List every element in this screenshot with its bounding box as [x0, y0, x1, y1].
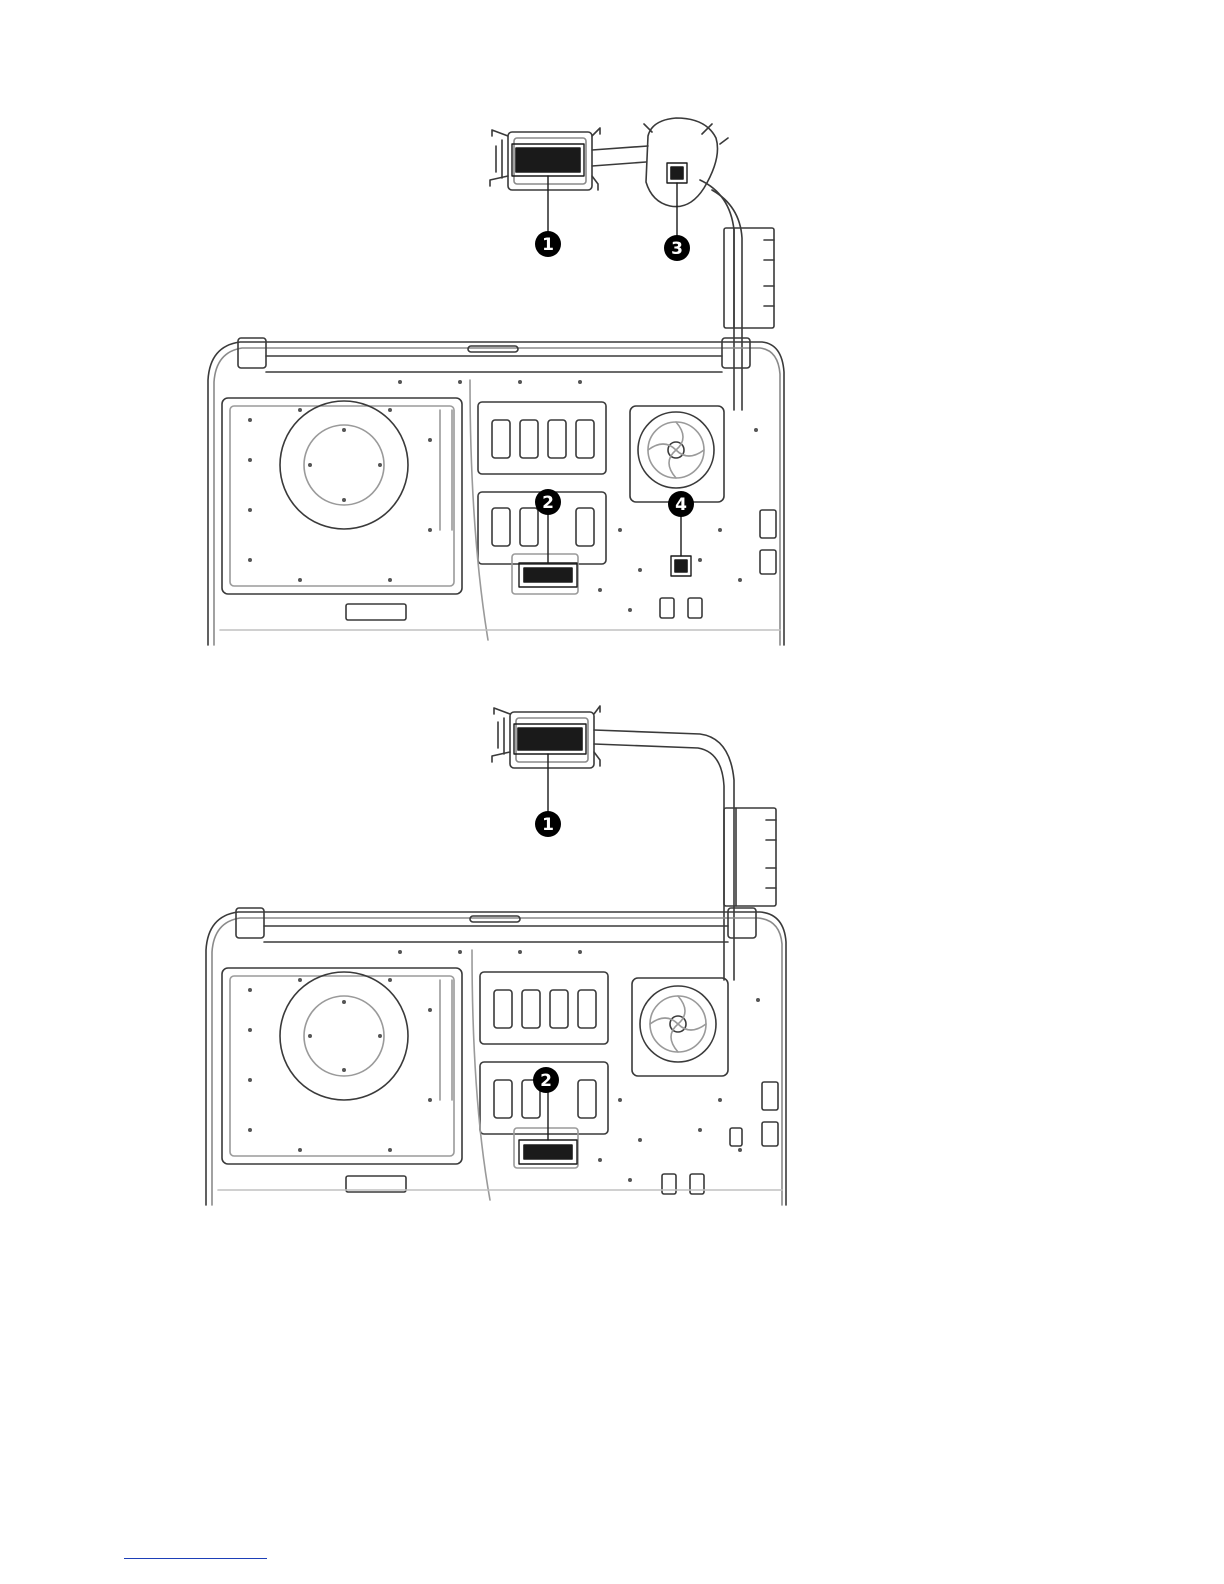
- screw-holes-bottom: [248, 950, 760, 1182]
- pad-1-heatsink: [518, 728, 582, 750]
- callout-2-bottom: 2: [533, 1067, 559, 1093]
- svg-text:2: 2: [540, 1071, 552, 1091]
- callout-3-top: 3: [664, 235, 690, 261]
- callout-1-bottom: 1: [535, 811, 561, 837]
- pad-4-board-cpu: [675, 560, 687, 572]
- svg-text:1: 1: [542, 815, 554, 835]
- pad-2-board-gpu: [524, 568, 572, 582]
- pad-3-heatsink-cpu: [671, 167, 683, 179]
- top-illustration: 1 3 2 4: [0, 110, 1224, 655]
- diagram-heatsink-with-four-pads: 1 3 2 4: [0, 110, 1224, 655]
- bottom-illustration: 1 2: [0, 690, 1224, 1215]
- svg-text:3: 3: [671, 239, 683, 259]
- svg-text:4: 4: [675, 495, 687, 515]
- base-enclosure-top: [208, 338, 784, 645]
- diagram-heatsink-with-two-pads: 1 2: [0, 690, 1224, 1215]
- callout-1-top: 1: [535, 231, 561, 257]
- callout-4-top: 4: [668, 491, 694, 517]
- pad-1-heatsink-gpu: [516, 148, 580, 172]
- base-enclosure-bottom: [206, 908, 786, 1205]
- callout-2-top: 2: [535, 489, 561, 515]
- svg-text:2: 2: [542, 493, 554, 513]
- pad-2-board: [524, 1145, 572, 1159]
- svg-text:1: 1: [542, 235, 554, 255]
- footnote-rule: [124, 1558, 267, 1559]
- thermal-pads-bottom: [514, 724, 586, 1164]
- thermal-pads-top: [512, 144, 691, 587]
